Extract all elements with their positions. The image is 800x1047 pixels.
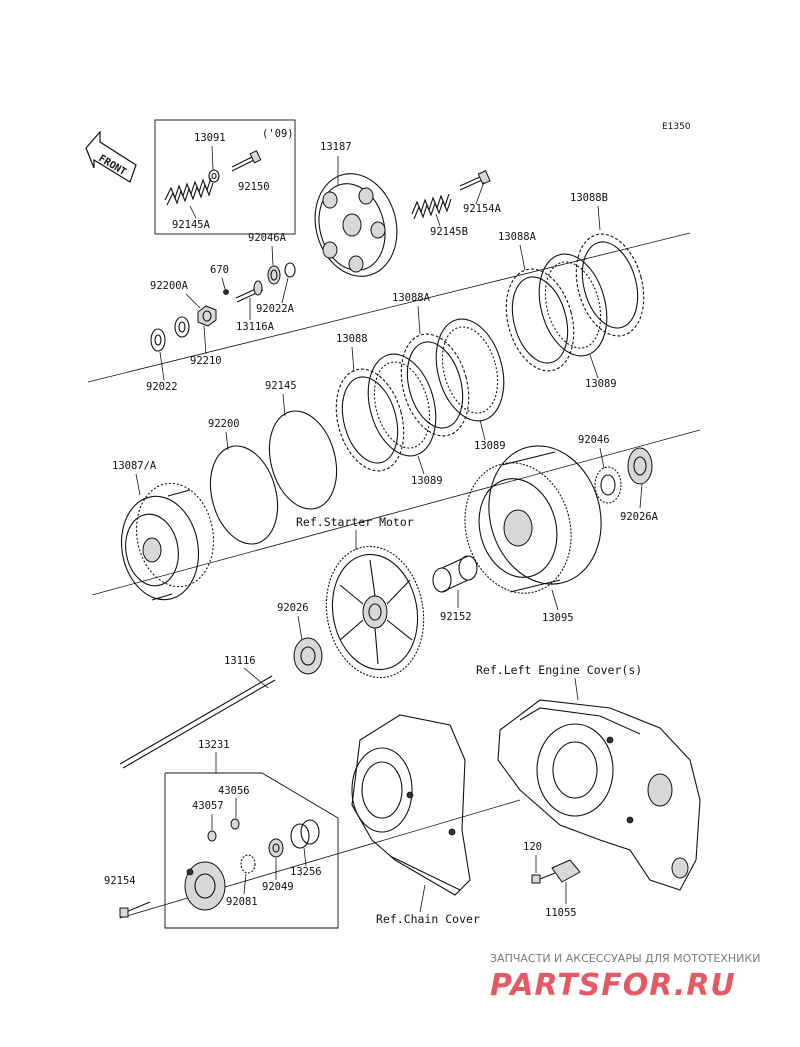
part-13116A-pushrod — [235, 280, 264, 303]
label-92026: 92026 — [277, 602, 309, 614]
label-13091: 13091 — [194, 132, 226, 144]
label-43057: 43057 — [192, 800, 224, 812]
part-92022A-washer — [284, 262, 296, 278]
part-13087A-clutch-hub — [120, 482, 215, 601]
part-13095-clutch-housing — [464, 445, 602, 594]
label-92200A: 92200A — [150, 280, 189, 292]
watermark-tagline: ЗАПЧАСТИ И АКСЕССУАРЫ ДЛЯ МОТОТЕХНИКИ — [490, 952, 760, 965]
part-13089-steel-plate-2 — [435, 318, 505, 422]
part-92081-spring — [240, 854, 256, 874]
label-13089-1: 13089 — [585, 378, 617, 390]
part-92154-bolt — [119, 901, 151, 918]
part-13089-steel-plate-1 — [538, 253, 608, 357]
label-92210: 92210 — [190, 355, 222, 367]
label-92145: 92145 — [265, 380, 297, 392]
part-13088A-friction-plate-1 — [505, 268, 575, 372]
detail-box-release — [164, 772, 339, 929]
label-13088A-1: 13088A — [498, 231, 537, 243]
part-92026-washer — [293, 637, 323, 675]
label-year: ('09) — [262, 128, 294, 140]
part-13187-pressure-plate — [314, 173, 398, 277]
part-92026A-washer — [627, 447, 653, 485]
label-13087A: 13087/A — [112, 460, 157, 472]
label-92145A: 92145A — [172, 219, 211, 231]
part-92154A-bolt — [459, 170, 491, 191]
label-11055: 11055 — [545, 907, 577, 919]
label-13116: 13116 — [224, 655, 256, 667]
label-92026A: 92026A — [620, 511, 659, 523]
part-92145A-spring — [164, 177, 214, 206]
ref-starter-motor: Ref.Starter Motor — [296, 515, 414, 529]
label-13088A-2: 13088A — [392, 292, 431, 304]
label-92046A: 92046A — [248, 232, 287, 244]
part-92200-o-ring — [209, 445, 279, 545]
part-13089-steel-plate-3 — [367, 353, 437, 457]
part-13116-push-rod — [119, 675, 276, 769]
part-92049-seal — [268, 838, 284, 858]
part-92145-o-ring — [268, 410, 338, 510]
label-13089-3: 13089 — [411, 475, 443, 487]
label-92150: 92150 — [238, 181, 270, 193]
part-92046A-bearing — [267, 265, 281, 285]
label-13256: 13256 — [290, 866, 322, 878]
label-92049: 92049 — [262, 881, 294, 893]
part-670-ball — [223, 289, 229, 295]
part-11055-bracket — [551, 859, 581, 883]
label-13231: 13231 — [198, 739, 230, 751]
part-13231-slave-cylinder — [184, 861, 226, 911]
label-13095: 13095 — [542, 612, 574, 624]
assembly-axis-lines — [87, 232, 701, 919]
part-left-engine-cover — [497, 699, 701, 891]
label-13088B: 13088B — [570, 192, 608, 204]
part-chain-cover — [351, 714, 471, 896]
label-670: 670 — [210, 264, 229, 276]
part-13088B-friction-plate — [575, 233, 645, 337]
part-92210-washer — [174, 316, 190, 338]
label-13187: 13187 — [320, 141, 352, 153]
part-starter-gear — [325, 545, 425, 679]
label-13088: 13088 — [336, 333, 368, 345]
part-13088-friction-plate — [335, 368, 405, 472]
part-92152-collar — [432, 555, 478, 593]
ref-left-engine-cover: Ref.Left Engine Cover(s) — [476, 663, 642, 677]
label-92152: 92152 — [440, 611, 472, 623]
part-120-bolt — [531, 872, 556, 884]
ref-chain-cover: Ref.Chain Cover — [376, 912, 480, 926]
part-92200A-nut — [197, 305, 217, 327]
part-13256-piston — [290, 819, 320, 849]
label-13089-2: 13089 — [474, 440, 506, 452]
part-43057-cap — [207, 830, 217, 842]
front-arrow-icon: FRONT — [85, 130, 137, 183]
part-92150-bolt — [231, 150, 262, 172]
label-92145B: 92145B — [430, 226, 468, 238]
label-92046: 92046 — [578, 434, 610, 446]
part-13088A-friction-plate-2 — [400, 333, 470, 437]
label-120: 120 — [523, 841, 542, 853]
label-92022A: 92022A — [256, 303, 295, 315]
label-92154: 92154 — [104, 875, 136, 887]
part-13091-washer — [208, 169, 220, 183]
watermark-logo: PARTSFOR.RU — [490, 968, 736, 1003]
diagram-code: E1350 — [662, 122, 691, 132]
part-92145B-spring — [411, 193, 452, 220]
part-43056-bleeder — [230, 818, 240, 830]
label-92200: 92200 — [208, 418, 240, 430]
detail-box-spring — [154, 119, 296, 235]
label-92154A: 92154A — [463, 203, 502, 215]
label-92022: 92022 — [146, 381, 178, 393]
part-92046-needle-bearing — [594, 466, 622, 504]
label-13116A: 13116A — [236, 321, 275, 333]
label-92081: 92081 — [226, 896, 258, 908]
part-92022-washer — [150, 328, 166, 352]
label-43056: 43056 — [218, 785, 250, 797]
